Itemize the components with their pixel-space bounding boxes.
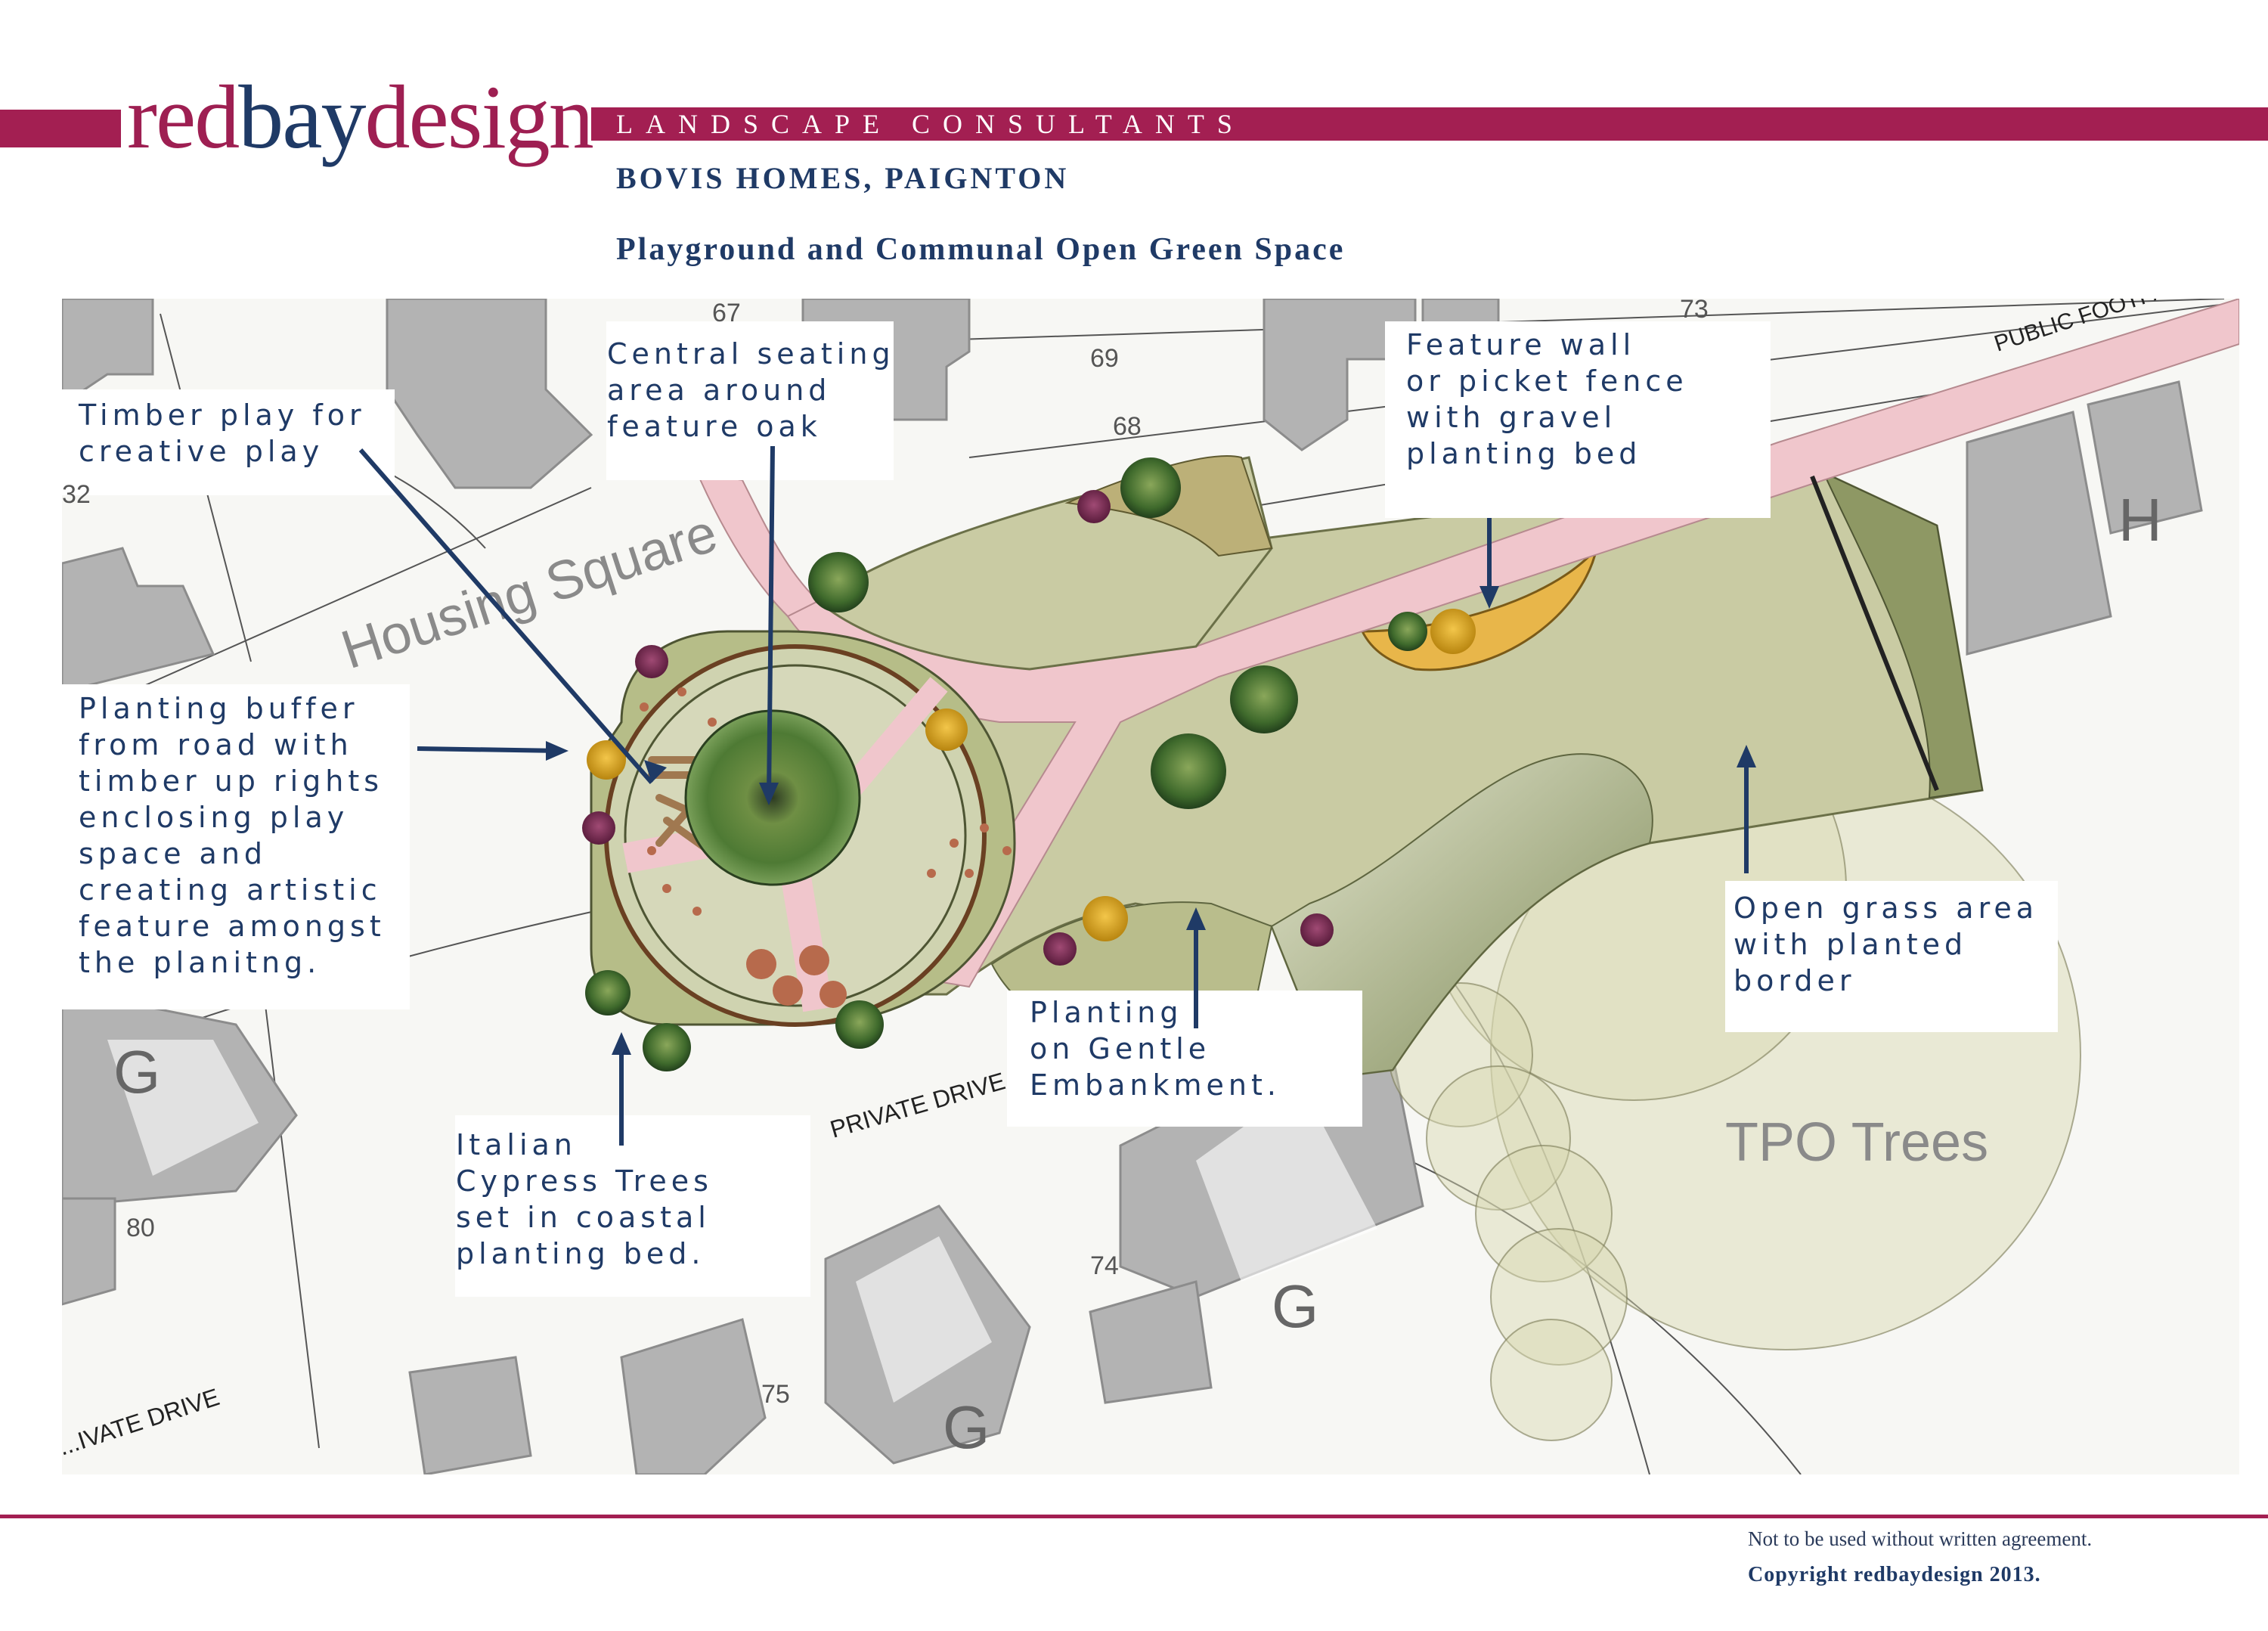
- callout-italian-cypress: Italian Cypress Trees set in coastal pla…: [456, 1128, 713, 1270]
- header-band-left: [0, 110, 121, 147]
- header-band-right: [591, 107, 2268, 141]
- site-plan: Housing Square PUBLIC FOOTPAT... PRIVATE…: [62, 299, 2239, 1474]
- callout-feature-wall: Feature wall or picket fence with gravel…: [1406, 328, 1688, 470]
- plot-74-label: 74: [1090, 1251, 1119, 1280]
- shrubs: [582, 457, 1476, 1071]
- house-type-g-label-2: G: [1272, 1273, 1318, 1340]
- plot-75-label: 75: [761, 1380, 790, 1409]
- footer-rule: [0, 1515, 2268, 1518]
- callout-central-seating: Central seating area around feature oak: [607, 337, 895, 443]
- leader-arrowheads: [546, 586, 1756, 1055]
- roof-highlights: [107, 1040, 1377, 1403]
- plot-73-label: 73: [1680, 299, 1709, 324]
- logo-word-bay: bay: [238, 67, 366, 167]
- copyright-notice: Copyright redbaydesign 2013.: [1748, 1563, 2041, 1586]
- company-tagline: LANDSCAPE CONSULTANTS: [616, 109, 1245, 139]
- boundary-wall: [1810, 475, 1939, 792]
- plot-67-label: 67: [712, 299, 741, 327]
- house-type-g-label-3: G: [943, 1394, 990, 1461]
- house-type-g-label-1: G: [113, 1038, 160, 1105]
- callout-gentle-embankment: Planting on Gentle Embankment.: [1030, 996, 1281, 1102]
- planted-border: [1270, 753, 1653, 1079]
- callout-planting-buffer: Planting buffer from road with timber up…: [79, 692, 386, 979]
- callout-backgrounds: [62, 321, 2058, 1297]
- plot-69-label: 69: [1090, 344, 1119, 373]
- usage-note: Not to be used without written agreement…: [1748, 1527, 2093, 1550]
- company-logo: redbaydesign: [127, 72, 594, 163]
- house-type-h-label: H: [2118, 486, 2162, 553]
- east-border-planting: [1821, 470, 1984, 799]
- drawing-title: Playground and Communal Open Green Space: [616, 232, 1346, 267]
- leader-lines: [358, 445, 1749, 1146]
- plot-80-label: 80: [126, 1214, 155, 1242]
- feature-oak: [684, 709, 861, 886]
- tpo-trees-label: TPO Trees: [1725, 1112, 1988, 1173]
- logo-word-design: design: [364, 67, 594, 167]
- stepping-logs: [640, 687, 1012, 1008]
- callout-timber-play: Timber play for creative play: [79, 398, 366, 468]
- logo-word-red: red: [127, 67, 240, 167]
- client-name: BOVIS HOMES, PAIGNTON: [616, 161, 1070, 195]
- plot-32-label: 32: [62, 480, 91, 509]
- callout-open-grass: Open grass area with planted border: [1734, 891, 2039, 997]
- plot-68-label: 68: [1113, 412, 1142, 441]
